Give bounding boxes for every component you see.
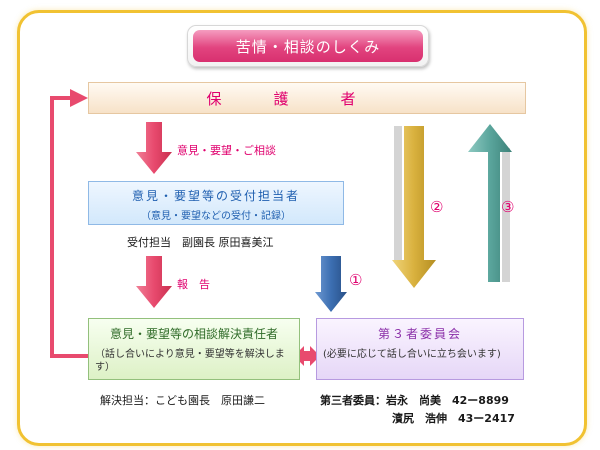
arrow-guardian-to-reception: [136, 122, 172, 174]
resolver-subtitle: （話し合いにより意見・要望等を解決します）: [95, 349, 285, 373]
reception-staff: 受付担当 副園長 原田喜美江: [127, 236, 274, 249]
guardian-label: 保護者: [206, 89, 408, 108]
committee-box: 第３者委員会 (必要に応じて話し合いに立ち会います): [316, 318, 524, 380]
step-1-marker: ①: [349, 271, 363, 289]
arrow-step-3-shadow: [502, 148, 510, 282]
committee-staff-line-2: 濱尻 浩伸 43ー2417: [392, 412, 515, 425]
title-banner: 苦情・相談のしくみ: [187, 25, 429, 67]
resolver-title: 意見・要望等の相談解決責任者: [109, 327, 278, 341]
report-flow-label: 報 告: [177, 278, 210, 291]
reception-box: 意見・要望等の受付担当者 （意見・要望などの受付・記録）: [88, 181, 344, 225]
step-3-marker: ③: [501, 198, 515, 216]
opinion-flow-label: 意見・要望・ご相談: [177, 144, 276, 157]
page-title: 苦情・相談のしくみ: [193, 30, 423, 62]
resolver-staff: 解決担当：こども園長 原田謙二: [100, 394, 265, 407]
reception-title: 意見・要望等の受付担当者: [131, 189, 300, 203]
resolver-box: 意見・要望等の相談解決責任者 （話し合いにより意見・要望等を解決します）: [88, 318, 300, 380]
arrow-report: [136, 256, 172, 308]
reception-subtitle: （意見・要望などの受付・記録）: [141, 211, 291, 222]
step-2-marker: ②: [430, 198, 444, 216]
return-loop-arrow: [50, 96, 88, 358]
committee-staff-line-1: 第三者委員：岩永 尚美 42ー8899: [320, 394, 509, 407]
committee-subtitle: (必要に応じて話し合いに立ち会います): [323, 349, 501, 360]
arrow-bidirectional: [294, 346, 320, 366]
return-loop-arrowhead: [70, 89, 88, 107]
guardian-box: 保護者: [88, 82, 526, 114]
arrow-step-2: [392, 126, 436, 288]
arrow-step-1: [315, 256, 347, 312]
arrow-step-2-shadow: [394, 126, 402, 262]
arrow-step-3: [468, 124, 512, 282]
committee-title: 第３者委員会: [377, 327, 462, 341]
